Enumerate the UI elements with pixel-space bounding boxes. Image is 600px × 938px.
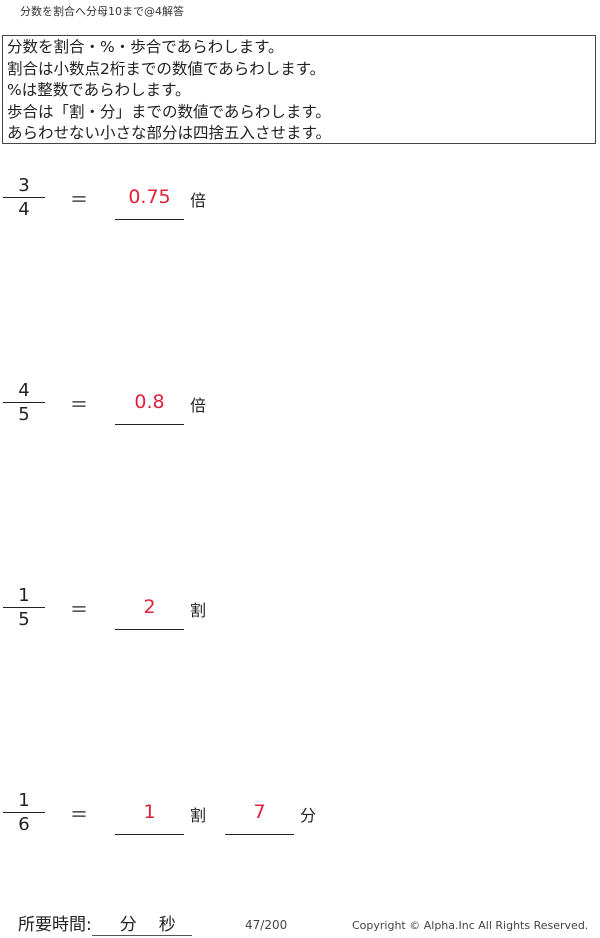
answer-blank-wari[interactable]: 1	[115, 798, 184, 835]
answer-blank-bu[interactable]: 7	[225, 798, 294, 835]
problem-2: 4 5 ＝ 0.8 倍	[0, 380, 600, 462]
numerator: 3	[18, 175, 30, 196]
page-number: 47/200	[245, 918, 288, 932]
answer-blank[interactable]: 0.75	[115, 183, 184, 220]
unit-label: 分	[300, 806, 317, 825]
seconds-label: 秒	[158, 915, 176, 935]
unit-label: 割	[190, 806, 207, 825]
numerator: 4	[18, 380, 30, 401]
fraction-bar	[3, 197, 45, 198]
minutes-label: 分	[119, 915, 137, 935]
numerator: 1	[18, 585, 30, 606]
problem-1: 3 4 ＝ 0.75 倍	[0, 175, 600, 257]
fraction-bar	[3, 402, 45, 403]
problem-3: 1 5 ＝ 2 割	[0, 585, 600, 667]
numerator: 1	[18, 790, 30, 811]
time-label: 所要時間:	[18, 915, 92, 935]
time-taken: 所要時間:分秒	[18, 910, 192, 936]
instruction-line: あらわせない小さな部分は四捨五入させます。	[7, 124, 331, 142]
worksheet-title: 分数を割合へ分母10まで@4解答	[20, 5, 184, 18]
unit-label: 割	[190, 601, 207, 620]
copyright: Copyright © Alpha.Inc All Rights Reserve…	[352, 919, 589, 932]
answer-blank[interactable]: 0.8	[115, 388, 184, 425]
instruction-line: 分数を割合・%・歩合であらわします。	[7, 38, 284, 56]
denominator: 6	[18, 814, 30, 835]
unit-label: 倍	[190, 191, 207, 210]
denominator: 5	[18, 609, 30, 630]
unit-label: 倍	[190, 396, 207, 415]
fraction-bar	[3, 607, 45, 608]
equals-sign: ＝	[70, 190, 88, 211]
answer-blank[interactable]: 2	[115, 593, 184, 630]
equals-sign: ＝	[70, 600, 88, 621]
problem-4: 1 6 ＝ 1 割 7 分	[0, 790, 600, 872]
denominator: 5	[18, 404, 30, 425]
denominator: 4	[18, 199, 30, 220]
instructions-box: 分数を割合・%・歩合であらわします。 割合は小数点2桁までの数値であらわします。…	[2, 35, 596, 144]
instruction-line: 歩合は「割・分」までの数値であらわします。	[7, 102, 331, 121]
equals-sign: ＝	[70, 805, 88, 826]
instruction-line: %は整数であらわします。	[7, 81, 191, 99]
time-blank[interactable]: 分秒	[91, 910, 192, 936]
equals-sign: ＝	[70, 395, 88, 416]
fraction-bar	[3, 812, 45, 813]
instruction-line: 割合は小数点2桁までの数値であらわします。	[7, 59, 326, 78]
